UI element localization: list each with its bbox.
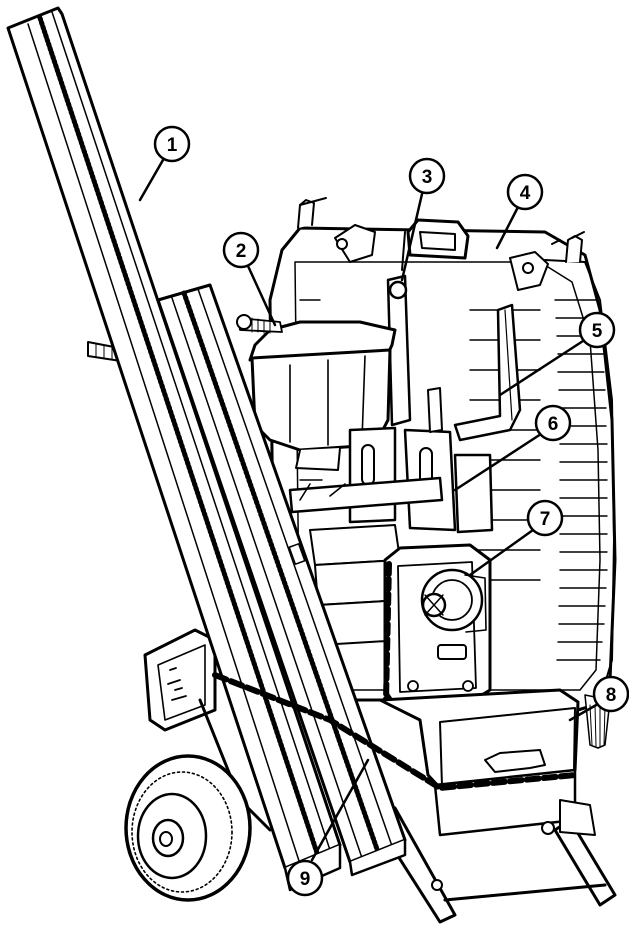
callout-9-label: 9 xyxy=(300,869,311,890)
callout-3-label: 3 xyxy=(422,167,433,188)
callout-7-label: 7 xyxy=(540,509,551,530)
callout-5: 5 xyxy=(578,311,616,349)
callout-1: 1 xyxy=(153,125,191,163)
gearbox xyxy=(383,543,492,707)
motor-housing xyxy=(236,314,397,471)
callout-8: 8 xyxy=(592,675,629,713)
callout-3: 3 xyxy=(408,157,446,195)
callout-2-label: 2 xyxy=(236,241,247,262)
wheel xyxy=(124,754,252,902)
callout-8-label: 8 xyxy=(606,685,617,706)
callout-9: 9 xyxy=(286,859,324,897)
callout-4: 4 xyxy=(506,173,544,211)
callout-5-label: 5 xyxy=(592,321,603,342)
callout-7: 7 xyxy=(526,499,564,537)
callout-6: 6 xyxy=(534,404,572,442)
callout-4-label: 4 xyxy=(520,183,531,204)
callout-2: 2 xyxy=(222,231,260,269)
leader-lines xyxy=(138,158,600,862)
storage-box xyxy=(378,688,580,837)
callout-1-label: 1 xyxy=(167,135,178,156)
carry-handle xyxy=(334,218,549,291)
vacuum-pipe xyxy=(453,303,522,442)
control-box xyxy=(143,628,217,732)
callout-6-label: 6 xyxy=(548,414,559,435)
dashed-cable-path xyxy=(212,672,578,791)
short-rail xyxy=(156,283,407,877)
